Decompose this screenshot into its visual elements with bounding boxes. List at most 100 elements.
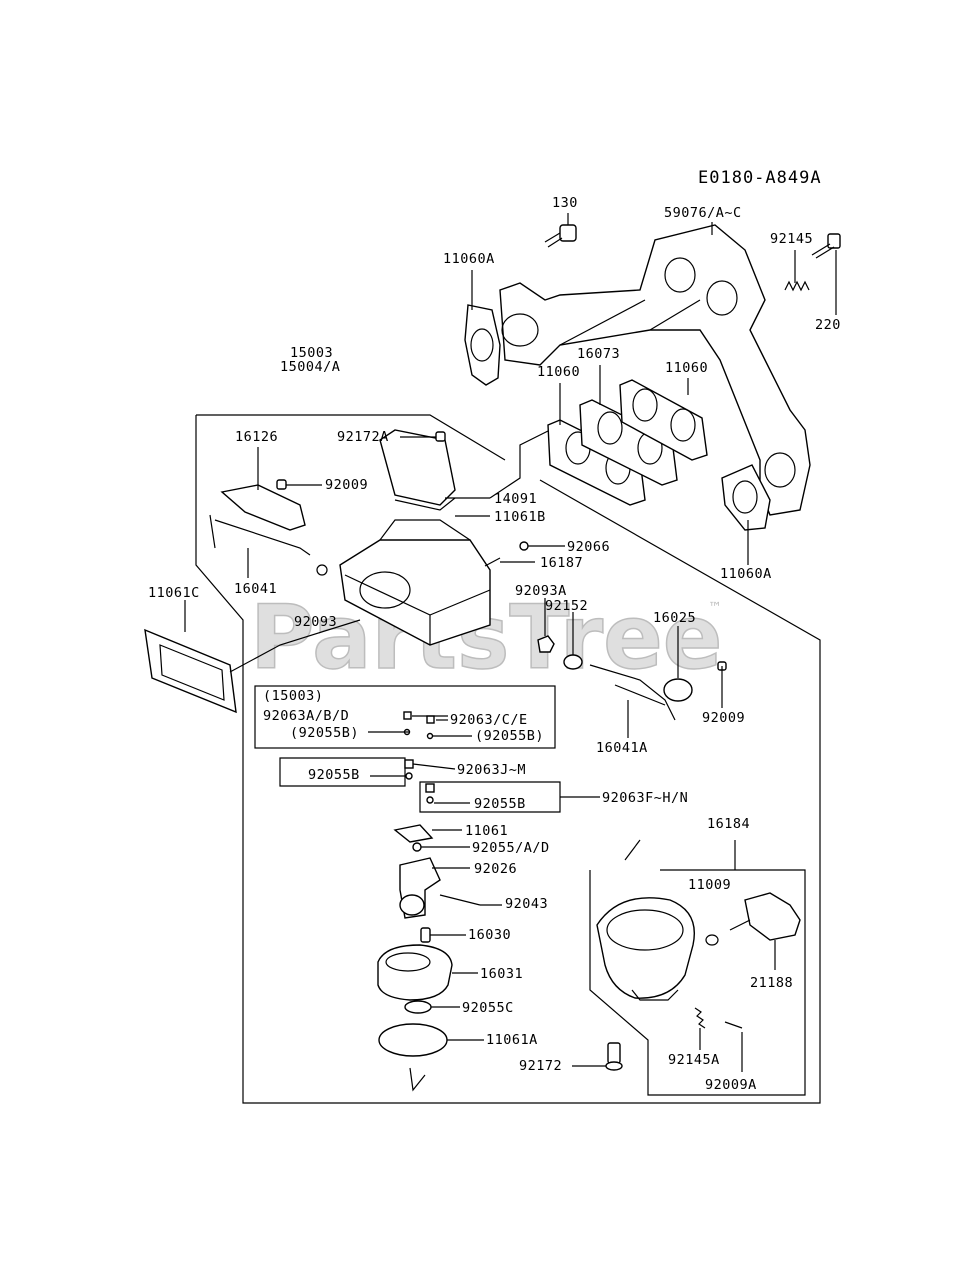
label-92009-mid: 92009	[702, 710, 745, 726]
label-92172a: 92172A	[337, 429, 389, 445]
collar-92152	[563, 654, 583, 670]
jet-92063abd	[403, 711, 412, 720]
trademark-symbol: ™	[708, 600, 722, 616]
label-16126: 16126	[235, 429, 278, 445]
gasket-11060a-top-hole	[470, 328, 494, 362]
jet-16030	[420, 927, 431, 943]
label-21188: 21188	[750, 975, 793, 991]
jet-92063ce	[426, 715, 435, 724]
label-92145a: 92145A	[668, 1052, 720, 1068]
label-16184: 16184	[707, 816, 750, 832]
gasket-11060a-top	[464, 304, 501, 386]
solenoid-21188	[705, 892, 801, 946]
label-16031: 16031	[480, 966, 523, 982]
label-59076: 59076/A~C	[664, 205, 742, 221]
choke-plate-16126	[220, 484, 306, 531]
label-92063ce: 92063/C/E	[450, 712, 528, 728]
label-220: 220	[815, 317, 841, 333]
label-11009: 11009	[688, 877, 731, 893]
gasket-11060a-bottom	[721, 464, 771, 531]
box-16184	[589, 839, 806, 1096]
bowl-11009	[596, 897, 695, 1001]
screw-92066	[519, 541, 529, 551]
screw-92172	[605, 1042, 623, 1071]
label-14091: 14091	[494, 491, 537, 507]
assembly-arrow-bottom	[409, 1067, 426, 1092]
jet-92063fhn	[425, 783, 435, 793]
carburetor-body	[339, 519, 491, 646]
label-92055c: 92055C	[462, 1000, 514, 1016]
label-92055b-c: 92055B	[308, 767, 360, 783]
seal-16041	[316, 564, 328, 576]
label-92055b-a: (92055B)	[290, 725, 359, 741]
label-92145: 92145	[770, 231, 813, 247]
oring-92055c	[404, 1000, 432, 1014]
label-11060-left: 11060	[537, 364, 580, 380]
gasket-11061	[393, 824, 434, 843]
throttle-plate-16025	[663, 678, 693, 702]
screw-92009a	[724, 1021, 743, 1029]
choke-shaft-16041	[209, 514, 311, 556]
label-11061b: 11061B	[494, 509, 546, 525]
gasket-11061a	[378, 1023, 448, 1057]
pin-92043	[439, 894, 481, 906]
label-11060a-top: 11060A	[443, 251, 495, 267]
label-92026: 92026	[474, 861, 517, 877]
float-valve-92026-body	[399, 894, 425, 916]
oring-92055b-d	[426, 796, 434, 804]
label-11060a-bottom: 11060A	[720, 566, 772, 582]
gasket-11061c	[144, 628, 237, 714]
label-92009a: 92009A	[705, 1077, 757, 1093]
diagram-code: E0180-A849A	[698, 168, 822, 188]
screw-92009-top	[276, 479, 287, 490]
assembly-frame	[195, 414, 821, 1104]
leader-lines	[184, 213, 837, 1072]
label-92066: 92066	[567, 539, 610, 555]
box-92063jm	[279, 757, 406, 787]
gasket-11061b	[394, 497, 456, 511]
screw-92172a	[435, 431, 446, 442]
label-11060-right: 11060	[665, 360, 708, 376]
oring-92055ad	[412, 842, 422, 852]
float-bowl-16031	[377, 944, 453, 1001]
label-15004: 15004/A	[280, 359, 340, 375]
label-16025: 16025	[653, 610, 696, 626]
oring-92055b-c	[405, 772, 413, 780]
box-15003	[254, 685, 556, 749]
spring-92145a	[694, 1007, 706, 1029]
oring-92055b-b	[426, 732, 434, 740]
screw-16187	[484, 557, 501, 567]
label-92055ad: 92055/A/D	[472, 840, 550, 856]
box-92063fhn	[419, 781, 561, 813]
intake-manifold	[499, 224, 811, 516]
label-92152: 92152	[545, 598, 588, 614]
gasket-11060a-bottom-hole	[732, 480, 758, 514]
label-15003-box: (15003)	[263, 688, 323, 704]
gasket-11061c-opening	[159, 644, 225, 701]
label-92063abd: 92063A/B/D	[263, 708, 349, 724]
label-92172: 92172	[519, 1058, 562, 1074]
label-92009-top: 92009	[325, 477, 368, 493]
label-92063fhn: 92063F~H/N	[602, 790, 688, 806]
label-11061a: 11061A	[486, 1032, 538, 1048]
bolt-130	[544, 224, 577, 248]
label-15003: 15003	[290, 345, 333, 361]
label-92055b-d: 92055B	[474, 796, 526, 812]
label-130: 130	[552, 195, 578, 211]
gasket-11060-right	[619, 379, 708, 461]
label-92055b-b: (92055B)	[475, 728, 544, 744]
label-16073: 16073	[577, 346, 620, 362]
bolt-220	[811, 233, 841, 259]
label-16041a: 16041A	[596, 740, 648, 756]
label-16187: 16187	[540, 555, 583, 571]
plate-14091	[379, 429, 456, 506]
label-92043: 92043	[505, 896, 548, 912]
label-92093a: 92093A	[515, 583, 567, 599]
nut-92093a	[537, 635, 555, 653]
label-92063jm: 92063J~M	[457, 762, 526, 778]
label-11061: 11061	[465, 823, 508, 839]
label-92093: 92093	[294, 614, 337, 630]
label-16041: 16041	[234, 581, 277, 597]
